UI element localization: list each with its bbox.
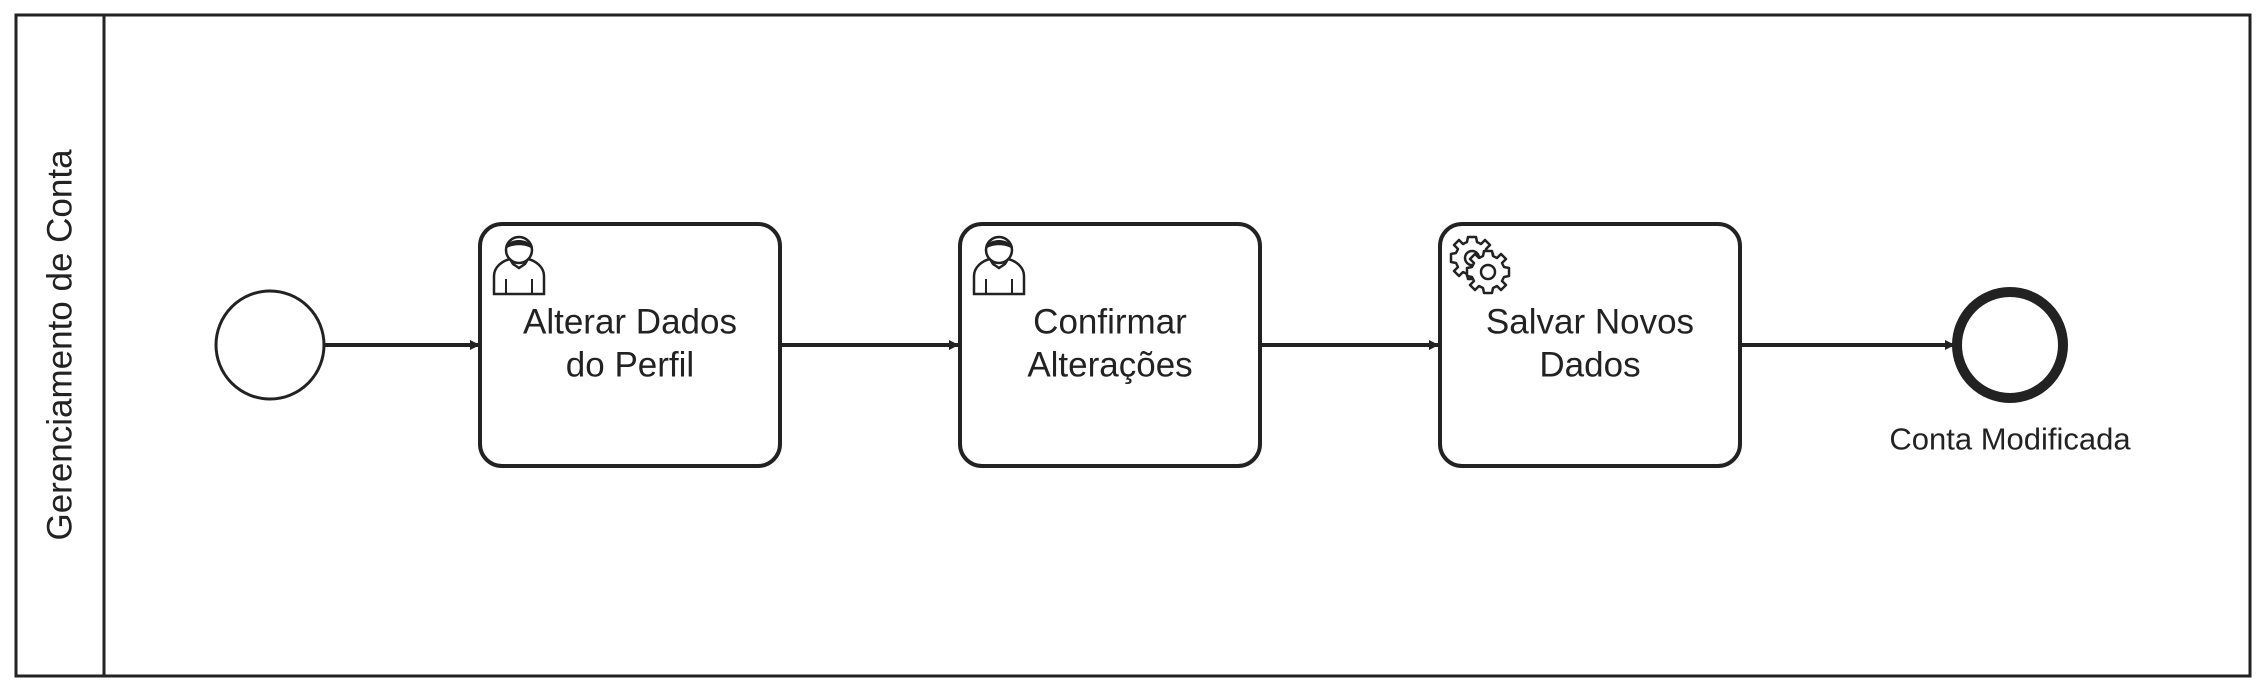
task-box <box>958 222 1262 468</box>
start-event[interactable] <box>214 289 326 401</box>
end-event[interactable] <box>1952 287 2068 403</box>
end-event-label: Conta Modificada <box>1889 422 2131 457</box>
task-alterar-dados-do-perfil[interactable]: Alterar Dados do Perfil <box>478 222 782 468</box>
task-salvar-novos-dados[interactable]: Salvar Novos Dados <box>1438 222 1742 468</box>
task-box <box>1438 222 1742 468</box>
task-box <box>478 222 782 468</box>
task-label-line-1: Alterar Dados <box>523 303 737 342</box>
task-label-line-1: Salvar Novos <box>1486 303 1694 342</box>
task-label-line-2: Alterações <box>1027 346 1192 385</box>
task-confirmar-alteracoes[interactable]: Confirmar Alterações <box>958 222 1262 468</box>
lane-label: Gerenciamento de Conta <box>41 149 80 541</box>
task-label-line-2: Dados <box>1539 346 1640 385</box>
task-label-line-1: Confirmar <box>1033 303 1187 342</box>
task-label-line-2: do Perfil <box>566 346 694 385</box>
